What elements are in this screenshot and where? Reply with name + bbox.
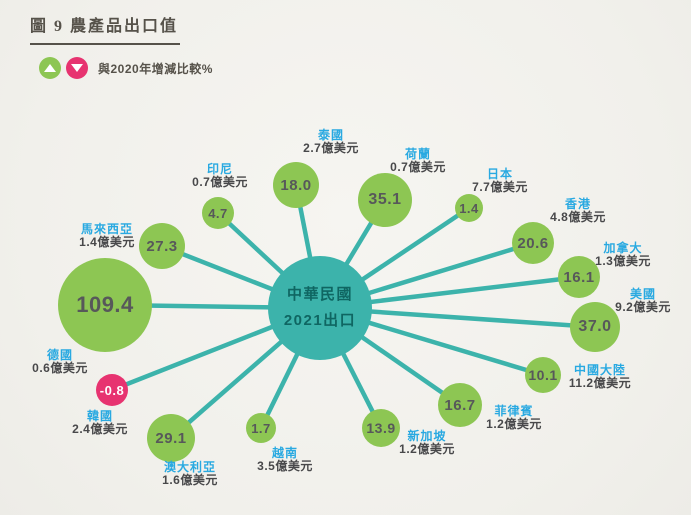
country-name: 新加坡 xyxy=(407,429,447,443)
country-name: 泰國 xyxy=(317,128,344,142)
bubble-netherlands: 35.1 xyxy=(358,173,412,227)
export-amount: 1.2億美元 xyxy=(399,442,455,456)
country-name: 馬來西亞 xyxy=(80,222,133,236)
export-amount: 1.3億美元 xyxy=(595,254,651,268)
country-name: 越南 xyxy=(271,446,298,460)
bubble-philippines: 16.7 xyxy=(438,383,482,427)
country-name: 荷蘭 xyxy=(404,147,431,161)
bubble-usa: 37.0 xyxy=(570,302,620,352)
bubble-vietnam: 1.7 xyxy=(246,413,276,443)
export-amount: 4.8億美元 xyxy=(550,210,606,224)
bubble-singapore: 13.9 xyxy=(362,409,400,447)
legend: 與2020年增減比較% xyxy=(39,57,213,79)
country-name: 日本 xyxy=(486,167,513,181)
country-name: 菲律賓 xyxy=(494,404,534,418)
export-amount: 9.2億美元 xyxy=(615,300,671,314)
page-title: 圖 9 農產品出口值 xyxy=(30,12,181,45)
export-amount: 0.7億美元 xyxy=(390,160,446,174)
export-amount: 2.7億美元 xyxy=(303,141,359,155)
export-amount: 3.5億美元 xyxy=(257,459,313,473)
export-amount: 0.6億美元 xyxy=(32,361,88,375)
export-amount: 1.4億美元 xyxy=(79,235,135,249)
export-amount: 11.2億美元 xyxy=(568,376,632,390)
center-node: 中華民國 2021出口 xyxy=(268,256,372,360)
center-node-line1: 中華民國 xyxy=(286,286,353,303)
bubble-canada: 16.1 xyxy=(558,256,600,298)
export-amount: 1.2億美元 xyxy=(486,417,542,431)
country-name: 印尼 xyxy=(206,162,233,176)
country-name: 德國 xyxy=(46,348,73,362)
decrease-down-icon xyxy=(66,57,88,79)
up-triangle-icon xyxy=(44,64,56,72)
bubble-thailand: 18.0 xyxy=(273,162,319,208)
country-name: 美國 xyxy=(629,287,656,301)
export-amount: 7.7億美元 xyxy=(472,180,528,194)
bubble-malaysia: 27.3 xyxy=(139,223,185,269)
bubble-indonesia: 4.7 xyxy=(202,197,234,229)
country-name: 香港 xyxy=(564,197,591,211)
export-amount: 2.4億美元 xyxy=(72,422,128,436)
export-amount: 0.7億美元 xyxy=(192,175,248,189)
bubble-japan: 1.4 xyxy=(455,194,483,222)
bubble-south-korea: -0.8 xyxy=(96,374,128,406)
country-name: 澳大利亞 xyxy=(163,460,216,474)
increase-up-icon xyxy=(39,57,61,79)
country-name: 韓國 xyxy=(86,409,113,423)
bubble-germany: 109.4 xyxy=(58,258,152,352)
export-amount: 1.6億美元 xyxy=(162,473,218,487)
country-name: 加拿大 xyxy=(603,241,643,255)
center-node-line2: 2021出口 xyxy=(283,312,357,329)
country-name: 中國大陸 xyxy=(573,363,627,377)
bubble-australia: 29.1 xyxy=(147,414,195,462)
bubble-china: 10.1 xyxy=(525,357,561,393)
bubble-hong-kong: 20.6 xyxy=(512,222,554,264)
legend-label: 與2020年增減比較% xyxy=(98,61,213,76)
down-triangle-icon xyxy=(71,64,83,72)
